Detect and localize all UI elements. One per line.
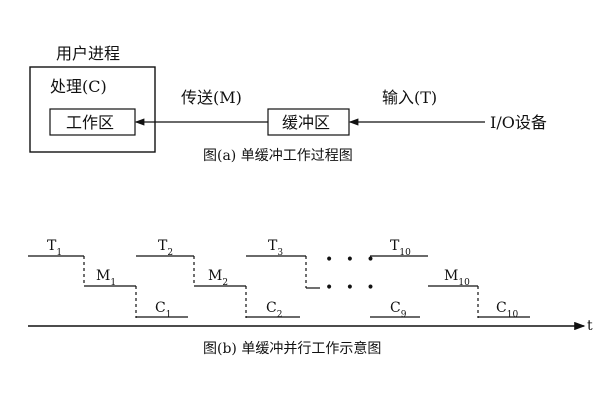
input-label: 输入(T) <box>382 88 437 107</box>
transfer-label: 传送(M) <box>181 88 242 107</box>
ellipsis-bottom: • • • <box>325 280 379 296</box>
buffer-label: 缓冲区 <box>282 113 330 132</box>
caption-b: 图(b) 单缓冲并行工作示意图 <box>203 340 381 357</box>
label-c9: C9 <box>390 300 407 320</box>
label-t10: T10 <box>390 238 411 258</box>
diagram-b: T1 M1 C1 T2 M2 C2 <box>28 238 593 357</box>
user-process-box <box>29 66 156 153</box>
label-m10: M10 <box>444 268 470 288</box>
label-c10: C10 <box>496 300 518 320</box>
label-m2: M2 <box>208 268 228 288</box>
io-device-label: I/O设备 <box>490 113 547 132</box>
caption-a: 图(a) 单缓冲工作过程图 <box>203 148 353 164</box>
ellipsis-top: • • • <box>325 252 379 268</box>
label-t2: T2 <box>158 238 173 258</box>
time-axis-label: t <box>587 318 593 334</box>
label-t3: T3 <box>268 238 283 258</box>
label-m1: M1 <box>96 268 116 288</box>
diagram-a: 用户进程 处理(C) 工作区 传送(M) 缓冲区 输入(T) I/O设备 图(a… <box>29 44 547 164</box>
label-c2: C2 <box>266 300 282 320</box>
process-label: 处理(C) <box>50 77 107 96</box>
user-process-label: 用户进程 <box>56 44 120 63</box>
label-c1: C1 <box>155 300 171 320</box>
label-t1: T1 <box>47 238 62 258</box>
work-area-label: 工作区 <box>66 113 114 132</box>
